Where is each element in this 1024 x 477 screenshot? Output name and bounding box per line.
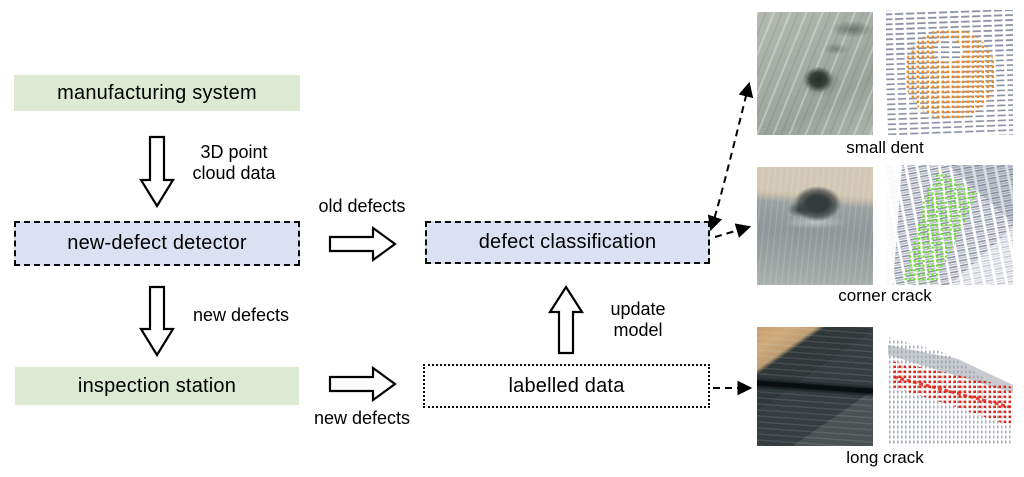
connector-small-dent xyxy=(707,81,754,232)
defect-classification-node: defect classification xyxy=(425,221,710,264)
corner-crack-caption: corner crack xyxy=(838,286,932,305)
example-long-crack: long crack xyxy=(757,325,1013,472)
corner-crack-photo xyxy=(757,167,873,285)
manufacturing-system-node: manufacturing system xyxy=(14,75,300,111)
labelled-data-node: labelled data xyxy=(423,364,710,408)
up-arrow-update-model xyxy=(547,284,585,355)
right-arrow-new-defects xyxy=(328,365,397,403)
small-dent-pointcloud xyxy=(886,10,1013,135)
label-3d-point-cloud-data: 3D point cloud data xyxy=(192,142,276,183)
example-small-dent: small dent xyxy=(757,10,1013,162)
label-update-model: update model xyxy=(610,299,666,340)
example-corner-crack: corner crack xyxy=(757,165,1013,311)
long-crack-photo xyxy=(757,327,873,446)
long-crack-caption: long crack xyxy=(846,448,924,467)
small-dent-photo xyxy=(757,12,873,135)
label-new-defects-horizontal: new defects xyxy=(313,408,411,428)
inspection-station-node: inspection station xyxy=(15,367,299,405)
corner-crack-pointcloud xyxy=(886,165,1013,285)
connector-corner-crack xyxy=(714,223,752,238)
down-arrow-new-defects xyxy=(139,285,175,358)
small-dent-caption: small dent xyxy=(846,138,924,157)
label-old-defects: old defects xyxy=(318,196,406,216)
dashed-connectors xyxy=(707,81,754,396)
new-defect-detector-node: new-defect detector xyxy=(14,221,300,266)
down-arrow-3d-point-cloud xyxy=(139,135,175,209)
long-crack-pointcloud xyxy=(888,325,1013,445)
label-new-defects-vertical: new defects xyxy=(192,305,290,325)
right-arrow-old-defects xyxy=(328,225,397,263)
